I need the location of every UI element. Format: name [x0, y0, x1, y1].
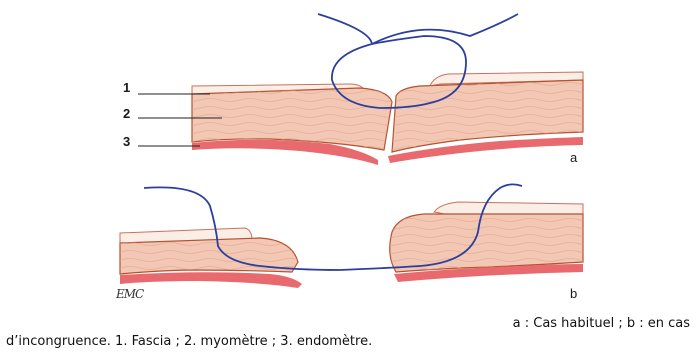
label-2: 2 — [123, 106, 130, 121]
fascia-right-b — [434, 202, 583, 214]
emc-logo: EMC — [116, 287, 143, 301]
caption-line-2: d’incongruence. 1. Fascia ; 2. myomètre … — [6, 334, 372, 349]
caption-line-1: a : Cas habituel ; b : en cas — [513, 316, 690, 331]
panel-a-label: a — [570, 150, 577, 165]
panel-a-diagram — [192, 14, 583, 165]
panel-b-label: b — [570, 286, 577, 301]
panel-b-diagram — [120, 184, 583, 288]
endometrium-left-b — [120, 272, 302, 288]
label-3: 3 — [123, 134, 130, 149]
label-1: 1 — [123, 80, 130, 95]
